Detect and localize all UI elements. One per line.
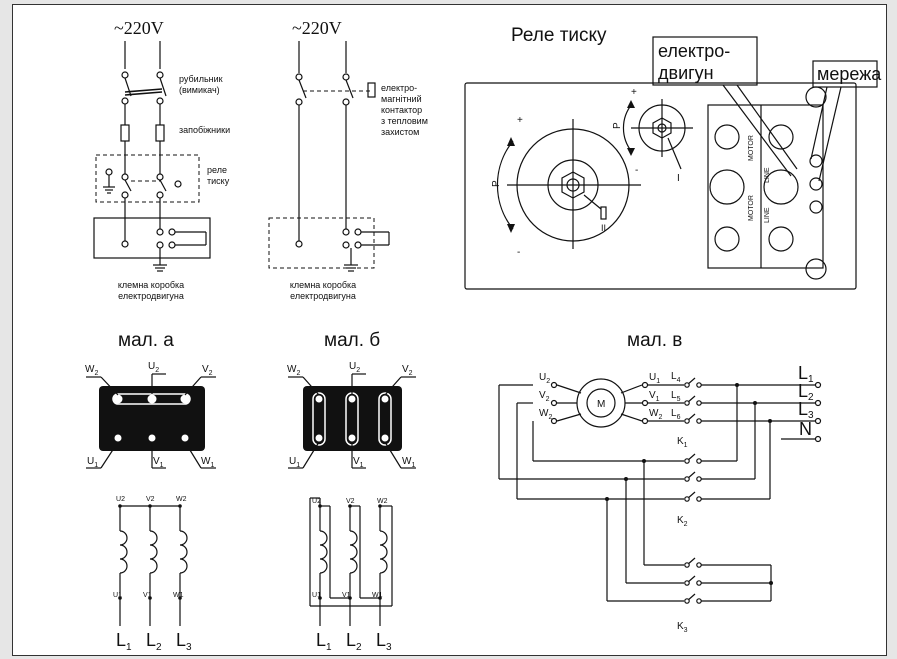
contactor-label-2: магнітний xyxy=(381,94,422,104)
relay-title: Реле тиску xyxy=(511,25,607,46)
schematic-b: ~220V електро- магнітний контактор з теп… xyxy=(268,18,428,301)
breaker-label-1: рубильник xyxy=(179,74,223,84)
k-u1: U1 xyxy=(649,372,660,385)
caption-c: мал. в xyxy=(627,330,682,351)
star-line-l2: L2 xyxy=(146,630,162,653)
contactor-label-4: з тепловим xyxy=(381,116,428,126)
term-b-v1: V1 xyxy=(353,456,364,469)
k3-label: K3 xyxy=(677,621,688,634)
delta-u1: U1 xyxy=(312,592,321,599)
star-w2: W2 xyxy=(176,496,187,503)
term-b-u1: U1 xyxy=(289,456,300,469)
star-line-l1: L1 xyxy=(116,630,132,653)
k1-l5: L5 xyxy=(671,390,681,403)
p-label-1: P xyxy=(491,180,502,187)
label-II: II xyxy=(601,223,606,233)
k2-label: K2 xyxy=(677,515,688,528)
line-label-1: LINE xyxy=(764,167,771,183)
delta-line-l2: L2 xyxy=(346,630,362,653)
minus-label-2: - xyxy=(635,165,638,176)
relay-label-2: тиску xyxy=(207,176,230,186)
minus-label-1: - xyxy=(517,247,520,258)
label-I: I xyxy=(677,173,680,184)
k1-l4: L4 xyxy=(671,371,681,384)
term-b-w2: W2 xyxy=(287,364,300,377)
wiring-diagrams: ~220V xyxy=(85,18,882,653)
plus-label-2: + xyxy=(631,87,637,98)
diagram-sheet: ~220V xyxy=(12,4,887,656)
delta-line-l1: L1 xyxy=(316,630,332,653)
star-w1: W1 xyxy=(173,592,184,599)
fuses-label: запобіжники xyxy=(179,125,230,135)
schematic-a: ~220V xyxy=(93,18,230,301)
delta-v1: V1 xyxy=(342,592,351,599)
term-a-v1: V1 xyxy=(153,456,164,469)
delta-v2: V2 xyxy=(346,498,355,505)
terminal-box-delta: W2 U2 V2 U1 V1 W1 xyxy=(287,361,416,469)
k1-label: K1 xyxy=(677,436,688,449)
terminal-box-label-a-1: клемна коробка xyxy=(118,280,184,290)
term-b-v2: V2 xyxy=(402,364,413,377)
contactor-label-5: захистом xyxy=(381,127,419,137)
k-w2b: W2 xyxy=(649,408,662,421)
voltage-label-a: ~220V xyxy=(114,18,164,38)
delta-windings: U2 V2 W2 U1 V1 W1 L1 L2 L3 xyxy=(309,497,393,653)
contactor-label-3: контактор xyxy=(381,105,422,115)
term-a-w2: W2 xyxy=(85,364,98,377)
delta-w1: W1 xyxy=(372,592,383,599)
star-v2: V2 xyxy=(146,496,155,503)
term-a-v2: V2 xyxy=(202,364,213,377)
k1-l6: L6 xyxy=(671,408,681,421)
mains-n: N xyxy=(799,419,812,439)
p-label-2: P xyxy=(612,122,623,129)
voltage-label-b: ~220V xyxy=(292,18,342,38)
k-v2: V2 xyxy=(539,390,550,403)
terminal-box-label-b-2: електродвигуна xyxy=(290,291,356,301)
terminal-box-star: W2 U2 V2 U1 V1 W1 xyxy=(85,361,216,469)
motor-label-2: MOTOR xyxy=(748,195,755,221)
relay-label-1: реле xyxy=(207,165,227,175)
k-v1: V1 xyxy=(649,390,660,403)
star-line-l3: L3 xyxy=(176,630,192,653)
mains-l1: L1 xyxy=(798,363,814,385)
star-delta-starter: M U2 V2 W2 U1 V1 W2 L4 L5 L6 L1 L2 L3 N … xyxy=(498,363,822,634)
contactor-label-1: електро- xyxy=(381,83,417,93)
callout-mains: мережа xyxy=(817,64,882,84)
term-a-w1: W1 xyxy=(201,456,214,469)
motor-symbol: M xyxy=(597,399,605,410)
terminal-box-label-b-1: клемна коробка xyxy=(290,280,356,290)
star-v1: V1 xyxy=(143,592,152,599)
term-a-u2: U2 xyxy=(148,361,159,374)
caption-a: мал. а xyxy=(118,330,174,351)
delta-w2: W2 xyxy=(377,498,388,505)
mains-l2: L2 xyxy=(798,381,814,403)
line-label-2: LINE xyxy=(764,207,771,223)
star-windings: U2 V2 W2 U1 V1 W1 L1 L2 L3 xyxy=(113,496,192,653)
term-b-u2: U2 xyxy=(349,361,360,374)
k-w2: W2 xyxy=(539,408,552,421)
k-u2: U2 xyxy=(539,372,550,385)
delta-u2: U2 xyxy=(312,498,321,505)
callout-motor-2: двигун xyxy=(658,63,714,83)
plus-label-1: + xyxy=(517,115,523,126)
motor-label-1: MOTOR xyxy=(748,135,755,161)
star-u2: U2 xyxy=(116,496,125,503)
term-b-w1: W1 xyxy=(402,456,415,469)
pressure-relay-drawing: Реле тиску + - P + - P I II xyxy=(464,25,882,290)
delta-line-l3: L3 xyxy=(376,630,392,653)
terminal-box-label-a-2: електродвигуна xyxy=(118,291,184,301)
term-a-u1: U1 xyxy=(87,456,98,469)
callout-motor-1: електро- xyxy=(658,41,730,61)
mains-l3: L3 xyxy=(798,399,814,421)
caption-b: мал. б xyxy=(324,330,380,351)
breaker-label-2: (вимикач) xyxy=(179,85,220,95)
star-u1: U1 xyxy=(113,592,122,599)
